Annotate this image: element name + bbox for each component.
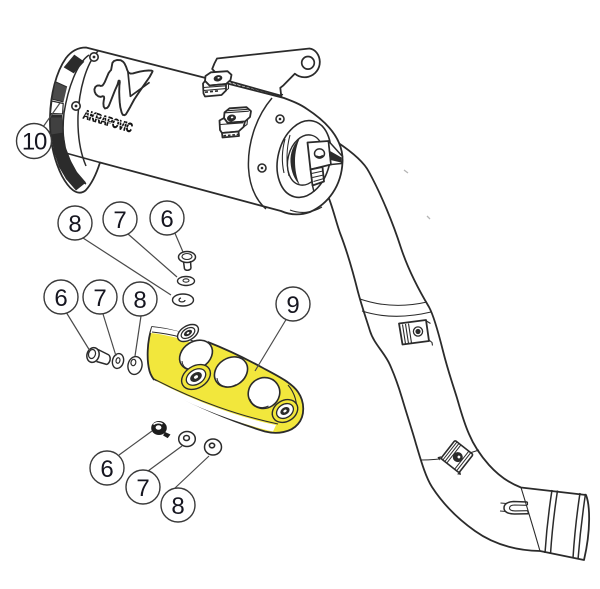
svg-text:6: 6 [54, 285, 67, 312]
svg-text:6: 6 [100, 456, 113, 483]
svg-text:8: 8 [133, 287, 146, 314]
svg-text:6: 6 [160, 206, 173, 233]
svg-text:7: 7 [93, 285, 106, 312]
svg-text:7: 7 [113, 207, 126, 234]
svg-text:8: 8 [68, 211, 81, 238]
svg-text:7: 7 [136, 475, 149, 502]
svg-text:10: 10 [22, 129, 47, 156]
svg-text:9: 9 [286, 292, 299, 319]
svg-text:8: 8 [171, 493, 184, 520]
